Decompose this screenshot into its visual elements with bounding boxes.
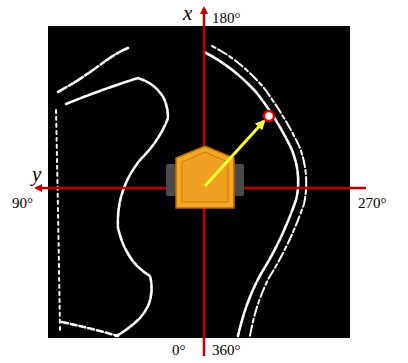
angle-label: 360° [212,342,241,359]
angle-label: 270° [358,195,387,212]
axis-name: y [32,163,41,186]
angle-label: 0° [172,342,186,359]
camera-frame [48,26,350,338]
axis-name: x [183,2,192,25]
angle-label: 90° [12,195,33,212]
heading-arrow [205,121,264,186]
target-point [264,111,274,121]
angle-label: 180° [212,10,241,27]
lane-lines [56,46,306,336]
